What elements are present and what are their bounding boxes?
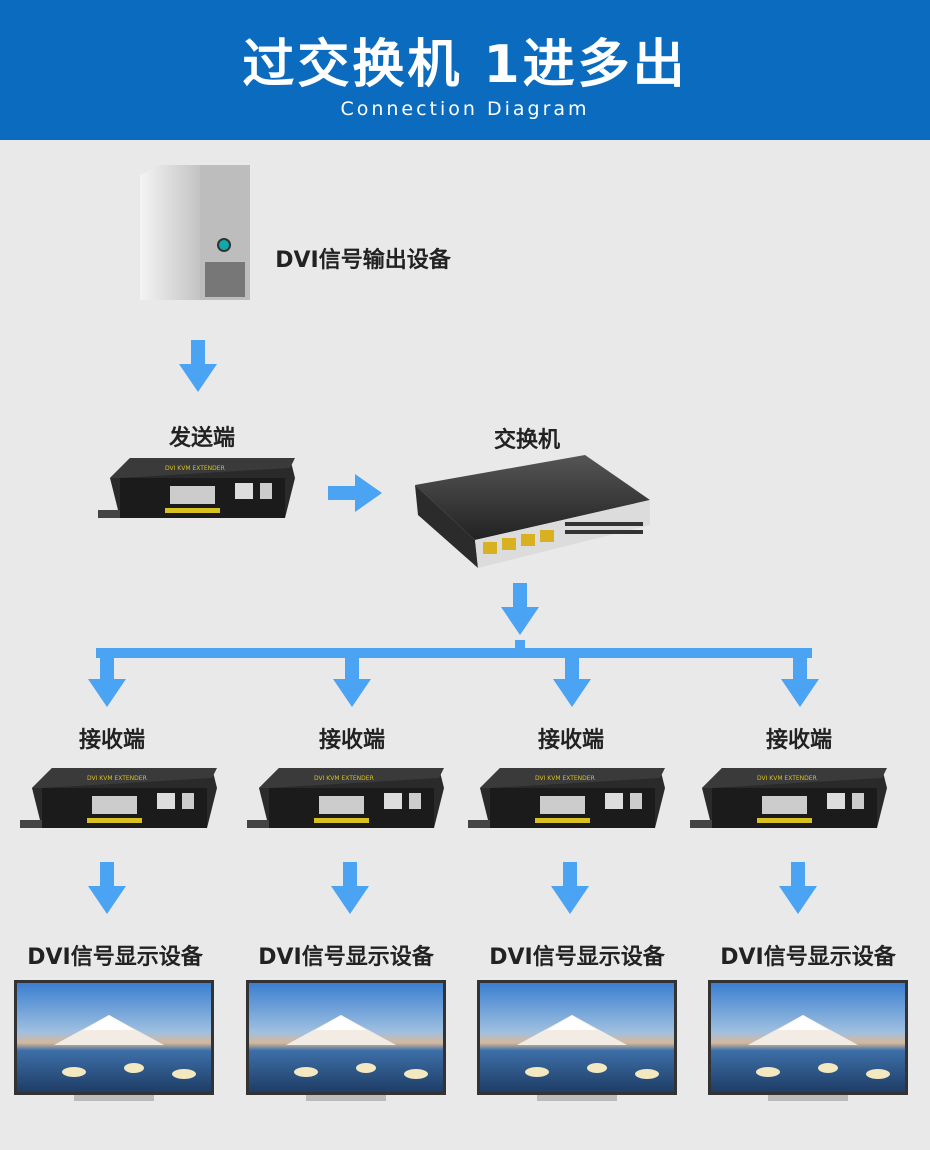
arrow-down-icon (501, 583, 539, 635)
display-label: DVI信号显示设备 (489, 945, 665, 970)
receiver-device-icon (468, 768, 665, 828)
transmitter-device-icon (98, 458, 295, 518)
receiver-device-icon (690, 768, 887, 828)
arrow-right-icon (328, 474, 382, 512)
arrow-down-icon (331, 862, 369, 914)
receiver-label: 接收端 (318, 728, 386, 753)
monitor-icon (246, 980, 446, 1101)
page-subtitle: Connection Diagram (340, 98, 590, 120)
monitor-icon (14, 980, 214, 1101)
distribution-bar (96, 648, 812, 658)
computer-tower-icon (140, 165, 250, 300)
arrow-down-icon (179, 340, 217, 392)
display-label: DVI信号显示设备 (258, 945, 434, 970)
switch-label: 交换机 (493, 428, 561, 453)
transmitter-label: 发送端 (168, 426, 236, 451)
monitor-icon (708, 980, 908, 1101)
receiver-label: 接收端 (537, 728, 605, 753)
arrow-down-icon (779, 862, 817, 914)
receiver-device-icon (247, 768, 444, 828)
arrow-down-icon (88, 862, 126, 914)
arrow-down-icon (551, 862, 589, 914)
receiver-label: 接收端 (765, 728, 833, 753)
receiver-label: 接收端 (78, 728, 146, 753)
branch-arrows (88, 655, 819, 707)
display-label: DVI信号显示设备 (27, 945, 203, 970)
source-label: DVI信号输出设备 (275, 248, 451, 273)
monitor-icon (477, 980, 677, 1101)
display-label: DVI信号显示设备 (720, 945, 896, 970)
page-title: 过交换机 1进多出 (242, 35, 688, 95)
network-switch-icon (415, 455, 650, 568)
receiver-device-icon (20, 768, 217, 828)
header-banner: 过交换机 1进多出 Connection Diagram (0, 0, 930, 140)
